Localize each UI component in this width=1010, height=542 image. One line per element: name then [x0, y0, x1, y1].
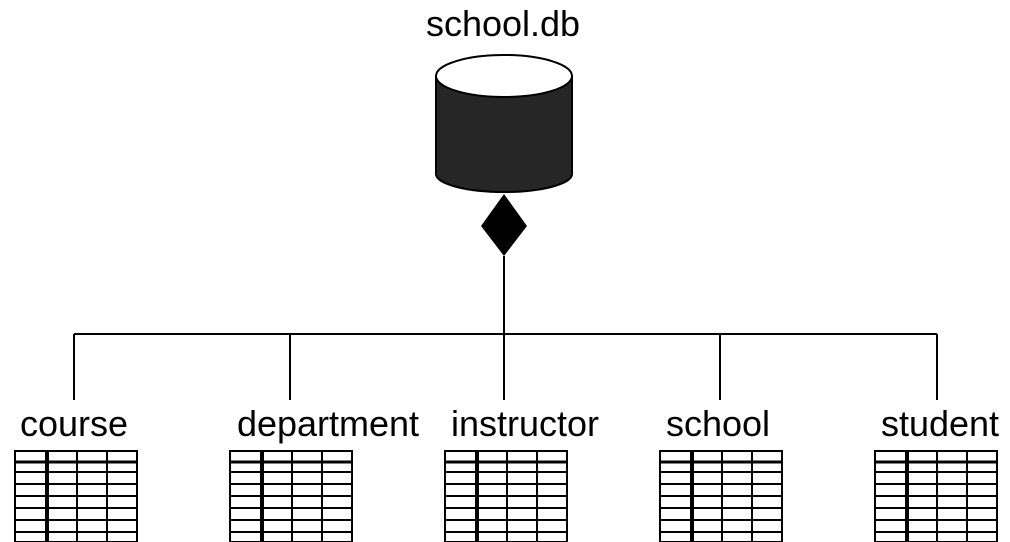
table-grid-icon-course [14, 450, 138, 542]
table-label-department: department [237, 403, 419, 444]
hierarchy-connectors [73, 256, 938, 400]
composition-diamond-icon [481, 194, 527, 256]
table-grid-icon-school [659, 450, 783, 542]
table-label-instructor: instructor [451, 403, 599, 444]
database-name: school.db [426, 3, 580, 44]
table-icons [14, 450, 998, 542]
table-label-course: course [20, 403, 128, 444]
database-cylinder-icon [435, 54, 573, 193]
table-grid-icon-instructor [444, 450, 568, 542]
table-label-student: student [881, 403, 999, 444]
table-grid-icon-student [874, 450, 998, 542]
table-grid-icon-department [229, 450, 353, 542]
table-label-school: school [666, 403, 770, 444]
